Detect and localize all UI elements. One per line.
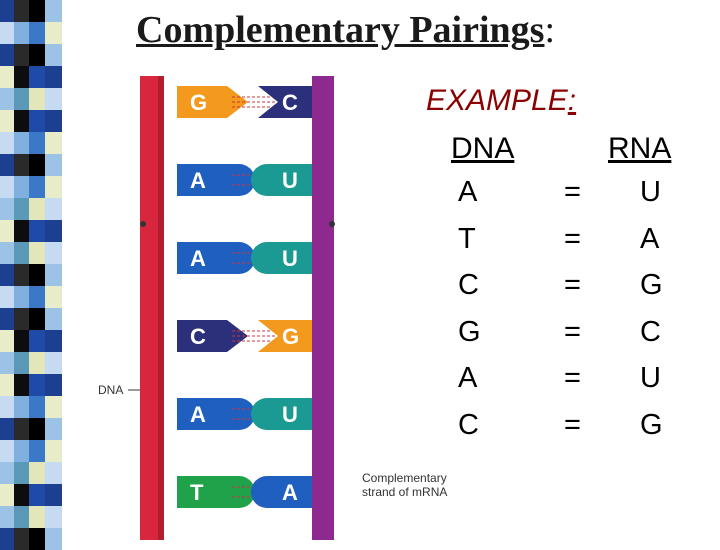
pairing-row: T = A <box>440 223 690 270</box>
equals-sign: = <box>564 176 581 208</box>
example-heading-colon: : <box>567 84 577 117</box>
pairing-row: C = G <box>440 269 690 316</box>
dna-backbone-edge <box>158 76 164 540</box>
stripe-segment <box>0 88 62 110</box>
pairing-row: A = U <box>440 176 690 223</box>
dna-base-letter: G <box>190 90 207 115</box>
dna-base-block <box>177 86 227 118</box>
stripe-segment <box>0 330 62 352</box>
equals-sign: = <box>564 222 581 255</box>
stripe-segment <box>0 242 62 264</box>
example-heading-text: EXAMPLE <box>426 84 568 117</box>
rna-base-letter: A <box>282 480 298 505</box>
stripe-segment <box>0 462 62 484</box>
stripe-segment <box>0 22 62 44</box>
dna-label: DNA <box>98 383 123 397</box>
mrna-label-line2: strand of mRNA <box>362 485 447 499</box>
rna-base: A <box>640 222 660 255</box>
stripe-segment <box>0 484 62 506</box>
rna-base-letter: G <box>282 324 299 349</box>
page-title-colon: : <box>544 9 556 51</box>
dna-base-connector <box>227 476 255 508</box>
dna-base-block <box>177 398 227 430</box>
equals-sign: = <box>564 408 581 441</box>
rna-base: U <box>640 176 661 208</box>
stripe-segment <box>0 506 62 528</box>
rna-base-letter: U <box>282 246 298 271</box>
rna-base: C <box>640 315 661 348</box>
equals-sign: = <box>564 269 581 302</box>
dna-base-letter: T <box>190 480 204 505</box>
rna-base: U <box>640 362 661 395</box>
stripe-segment <box>0 352 62 374</box>
dna-base-connector <box>227 398 255 430</box>
rna-base: G <box>640 408 663 441</box>
dna-base-letter: A <box>190 246 206 271</box>
rna-base-block <box>258 320 312 352</box>
dna-base-block <box>177 320 227 352</box>
stripe-segment <box>0 286 62 308</box>
dna-base-letter: C <box>190 324 206 349</box>
pairing-row: G = C <box>440 316 690 363</box>
stripe-segment <box>0 264 62 286</box>
stripe-segment <box>0 154 62 176</box>
rna-column-header: RNA <box>608 132 672 165</box>
dna-base-block <box>177 476 227 508</box>
equals-sign: = <box>564 362 581 395</box>
dna-base-block <box>177 164 227 196</box>
strand-dot <box>329 221 335 227</box>
dna-base: G <box>458 315 481 348</box>
rna-base-block <box>258 86 312 118</box>
stripe-segment <box>0 66 62 88</box>
rna-base-letter: C <box>282 90 298 115</box>
example-heading: EXAMPLE: <box>426 84 576 118</box>
dna-column-header: DNA <box>451 132 515 165</box>
stripe-segment <box>0 198 62 220</box>
rna-base-letter: U <box>282 402 298 427</box>
stripe-segment <box>0 0 62 22</box>
mrna-label-line1: Complementary <box>362 471 447 485</box>
stripe-segment <box>0 440 62 462</box>
stripe-segment <box>0 220 62 242</box>
pairing-row: C = G <box>440 409 690 456</box>
stripe-segment <box>0 110 62 132</box>
dna-base: A <box>458 176 478 208</box>
rna-base: G <box>640 269 663 302</box>
dna-base: C <box>458 408 479 441</box>
dna-base: T <box>458 222 476 255</box>
dna-base-connector <box>227 164 255 196</box>
stripe-segment <box>0 418 62 440</box>
rna-base-block <box>251 242 312 274</box>
stripe-segment <box>0 44 62 66</box>
rna-base-block <box>251 398 312 430</box>
stripe-segment <box>0 176 62 198</box>
dna-base-letter: A <box>190 168 206 193</box>
dna-base-letter: A <box>190 402 206 427</box>
stripe-segment <box>0 132 62 154</box>
mrna-backbone <box>312 76 334 540</box>
dna-base: A <box>458 362 478 395</box>
equals-sign: = <box>564 315 581 348</box>
stripe-segment <box>0 374 62 396</box>
stripe-segment <box>0 528 62 550</box>
rna-base-block <box>251 164 312 196</box>
dna-base-block <box>177 242 227 274</box>
dna-base: C <box>458 269 479 302</box>
stripe-segment <box>0 396 62 418</box>
page-title: Complementary Pairings: <box>136 8 555 52</box>
strand-dot <box>140 221 146 227</box>
rna-base-block <box>251 476 312 508</box>
pairing-row: A = U <box>440 362 690 409</box>
decorative-stripe-bar <box>0 0 62 550</box>
dna-base-connector <box>227 242 255 274</box>
page-title-text: Complementary Pairings <box>136 9 545 51</box>
stripe-segment <box>0 308 62 330</box>
rna-base-letter: U <box>282 168 298 193</box>
dna-backbone <box>140 76 158 540</box>
